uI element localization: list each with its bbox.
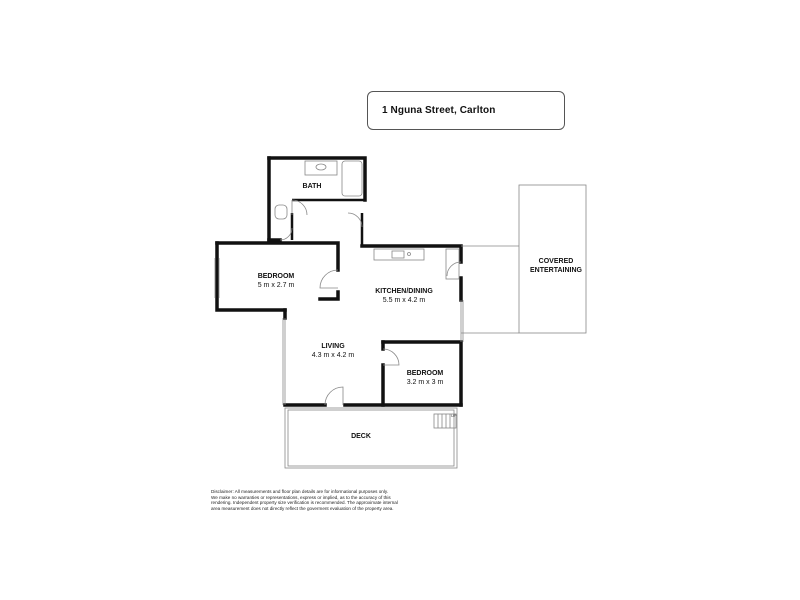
room-label-kitchen-dining: KITCHEN/DINING 5.5 m x 4.2 m bbox=[375, 287, 433, 305]
room-dimensions: 3.2 m x 3 m bbox=[406, 379, 444, 386]
disclaimer: Disclaimer: All measurements and floor p… bbox=[211, 489, 411, 511]
covered-outline bbox=[518, 184, 587, 334]
exterior-walls bbox=[215, 156, 463, 407]
room-name: LIVING bbox=[321, 343, 345, 350]
room-label-bedroom-1: BEDROOM 5 m x 2.7 m bbox=[258, 272, 295, 290]
room-name-line1: COVERED bbox=[538, 258, 574, 265]
room-dimensions: 4.3 m x 4.2 m bbox=[311, 352, 355, 359]
kitchen-bench bbox=[373, 248, 425, 261]
disclaimer-line: area measurement does not directly refle… bbox=[211, 505, 394, 511]
room-label-deck: DECK bbox=[351, 432, 371, 441]
bedroom1-wall-left bbox=[215, 241, 287, 312]
room-dimensions: 5 m x 2.7 m bbox=[257, 282, 295, 289]
deck-outline bbox=[284, 407, 458, 469]
kitchen-bench-side bbox=[445, 248, 460, 280]
door-swing-bedroom2 bbox=[382, 348, 400, 366]
room-name-line2: ENTERTAINING bbox=[530, 267, 582, 274]
door-swing-bath bbox=[291, 199, 308, 216]
bedroom1-wall bbox=[215, 241, 340, 272]
room-label-bath: BATH bbox=[303, 182, 322, 191]
disclaimer-line: Disclaimer: All measurements and floor p… bbox=[211, 489, 389, 494]
room-name: KITCHEN/DINING bbox=[375, 288, 433, 295]
address-title: 1 Nguna Street, Carlton bbox=[367, 91, 565, 130]
stairs bbox=[433, 413, 457, 429]
room-label-living: LIVING 4.3 m x 4.2 m bbox=[312, 342, 354, 360]
stairs-up-label: UP bbox=[451, 413, 457, 418]
room-name: BEDROOM bbox=[257, 273, 295, 280]
toilet bbox=[274, 204, 288, 220]
bathtub bbox=[341, 160, 363, 197]
bath-wall bbox=[267, 156, 367, 202]
room-label-covered-entertaining: COVERED ENTERTAINING bbox=[530, 257, 582, 275]
bedroom1-wall-bottom-right bbox=[318, 290, 340, 301]
disclaimer-line: rendering. Independent property size ver… bbox=[211, 500, 398, 506]
room-name: DECK bbox=[351, 433, 371, 440]
door-swing-bedroom1 bbox=[319, 269, 339, 289]
door-swing-kitchen-right bbox=[446, 261, 462, 277]
room-dimensions: 5.5 m x 4.2 m bbox=[382, 297, 426, 304]
thin-lines bbox=[214, 160, 587, 469]
room-label-bedroom-2: BEDROOM 3.2 m x 3 m bbox=[407, 369, 444, 387]
interior-walls bbox=[290, 198, 365, 246]
room-name: BATH bbox=[302, 183, 322, 190]
door-swing-entry bbox=[324, 386, 344, 406]
vanity bbox=[304, 160, 338, 176]
room-name: BEDROOM bbox=[406, 370, 444, 377]
door-swing-bath2 bbox=[279, 227, 293, 241]
disclaimer-line: We make no warranties or representations… bbox=[211, 494, 391, 500]
door-swing-kitchen bbox=[347, 212, 363, 228]
